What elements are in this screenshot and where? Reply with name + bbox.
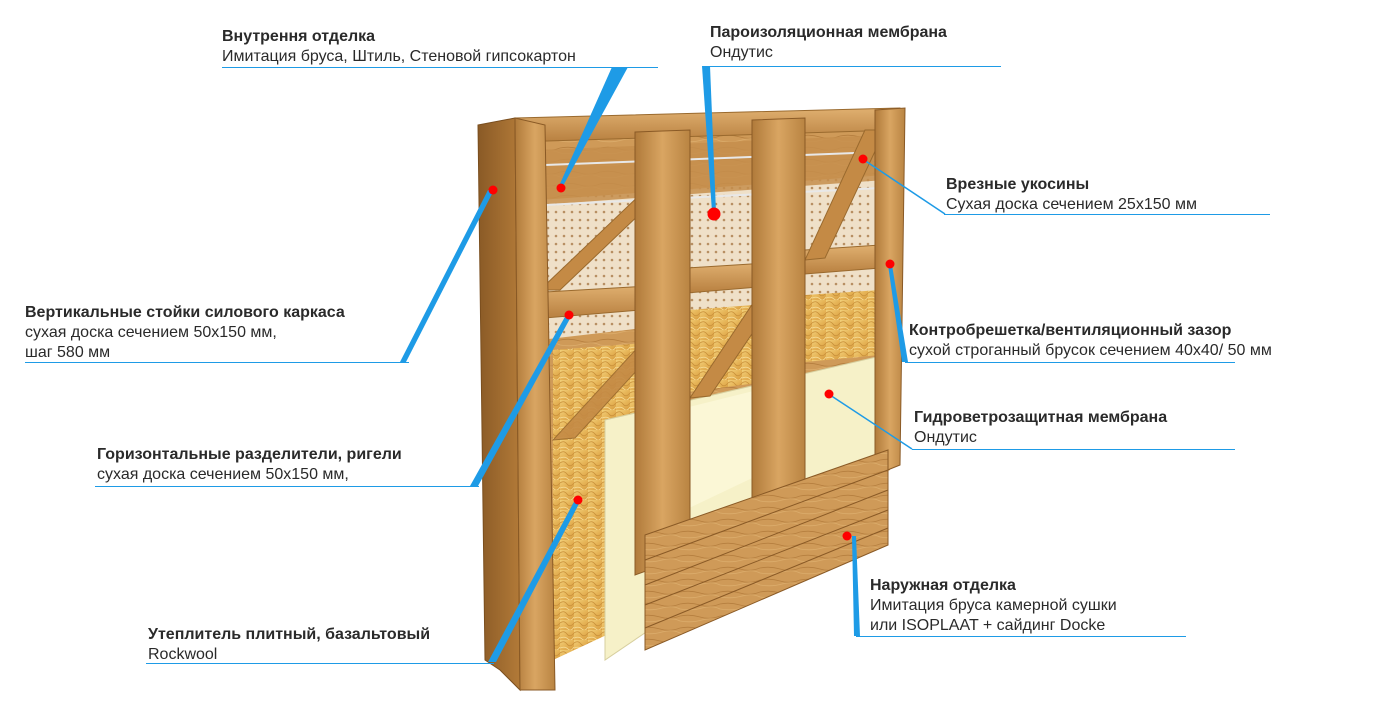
marker-rails <box>564 310 574 320</box>
label-desc: шаг 580 мм <box>25 344 111 361</box>
label-title: Контробрешетка/вентиляционный зазор <box>909 322 1232 339</box>
insulation-slab-3 <box>805 290 880 362</box>
vertical-stud-2 <box>634 129 691 576</box>
label-inner-finish: Внутрення отделка Имитация бруса, Штиль,… <box>222 27 576 67</box>
underline-outer <box>856 636 1186 637</box>
label-desc: сухая доска сечением 50х150 мм, <box>97 466 349 483</box>
leader-outer <box>852 536 860 636</box>
underline-counter <box>905 362 1235 363</box>
label-rails: Горизонтальные разделители, ригели сухая… <box>97 445 402 485</box>
label-title: Пароизоляционная мембрана <box>710 24 947 41</box>
label-insulation: Утеплитель плитный, базальтовый Rockwool <box>148 625 430 665</box>
marker-outer <box>842 531 852 541</box>
leader-braces <box>863 159 946 215</box>
label-title: Горизонтальные разделители, ригели <box>97 446 402 463</box>
label-desc: Ондутис <box>914 429 977 446</box>
label-desc: сухая доска сечением 50х150 мм, <box>25 324 277 341</box>
label-title: Утеплитель плитный, базальтовый <box>148 626 431 643</box>
outer-finish-boards <box>644 449 889 651</box>
label-vapor-membrane: Пароизоляционная мембрана Ондутис <box>710 23 947 63</box>
underline-braces <box>944 214 1270 215</box>
label-desc: или ISOPLAAT + сайдинг Docke <box>870 617 1106 634</box>
marker-counter <box>885 259 895 269</box>
label-title: Внутрення отделка <box>222 28 376 45</box>
leader-vapor <box>702 66 716 212</box>
label-counter-batten: Контробрешетка/вентиляционный зазор сухо… <box>909 321 1272 361</box>
leader-studs <box>400 190 494 362</box>
underline-studs <box>25 362 409 363</box>
label-title: Врезные укосины <box>946 176 1090 193</box>
leader-lines <box>400 66 946 662</box>
leader-counter <box>888 265 908 362</box>
label-wind-membrane: Гидроветрозащитная мембрана Ондутис <box>914 408 1167 448</box>
underline-vapor <box>703 66 1001 67</box>
label-desc: Имитация бруса, Штиль, Стеновой гипсокар… <box>222 48 576 65</box>
label-desc: сухой строганный брусок сечением 40х40/ … <box>909 342 1272 359</box>
vertical-stud-3 <box>751 117 806 521</box>
label-desc: Имитация бруса камерной сушки <box>870 597 1117 614</box>
underline-insul <box>146 663 494 664</box>
label-desc: Сухая доска сечением 25х150 мм <box>946 196 1197 213</box>
label-studs: Вертикальные стойки силового каркаса сух… <box>25 303 345 363</box>
label-desc: Ондутис <box>710 44 773 61</box>
label-title: Гидроветрозащитная мембрана <box>914 409 1168 426</box>
underline-wind <box>912 449 1235 450</box>
vertical-stud-4 <box>874 107 906 476</box>
label-title: Наружная отделка <box>870 577 1016 594</box>
marker-wind <box>824 389 834 399</box>
vertical-stud-1 <box>514 117 556 691</box>
marker-vapor <box>707 207 721 221</box>
label-braces: Врезные укосины Сухая доска сечением 25х… <box>946 175 1197 215</box>
leader-insul <box>488 500 581 662</box>
underline-inner <box>222 67 658 68</box>
label-outer-finish: Наружная отделка Имитация бруса камерной… <box>870 576 1117 636</box>
marker-braces <box>858 154 868 164</box>
markers <box>488 154 895 541</box>
leader-wind <box>829 394 913 450</box>
label-desc: Rockwool <box>148 646 218 663</box>
label-title: Вертикальные стойки силового каркаса <box>25 304 345 321</box>
underline-rails <box>95 486 479 487</box>
marker-studs <box>488 185 498 195</box>
leader-inner <box>559 67 628 186</box>
leader-rails <box>470 315 572 486</box>
marker-inner <box>556 183 566 193</box>
marker-insul <box>573 495 583 505</box>
